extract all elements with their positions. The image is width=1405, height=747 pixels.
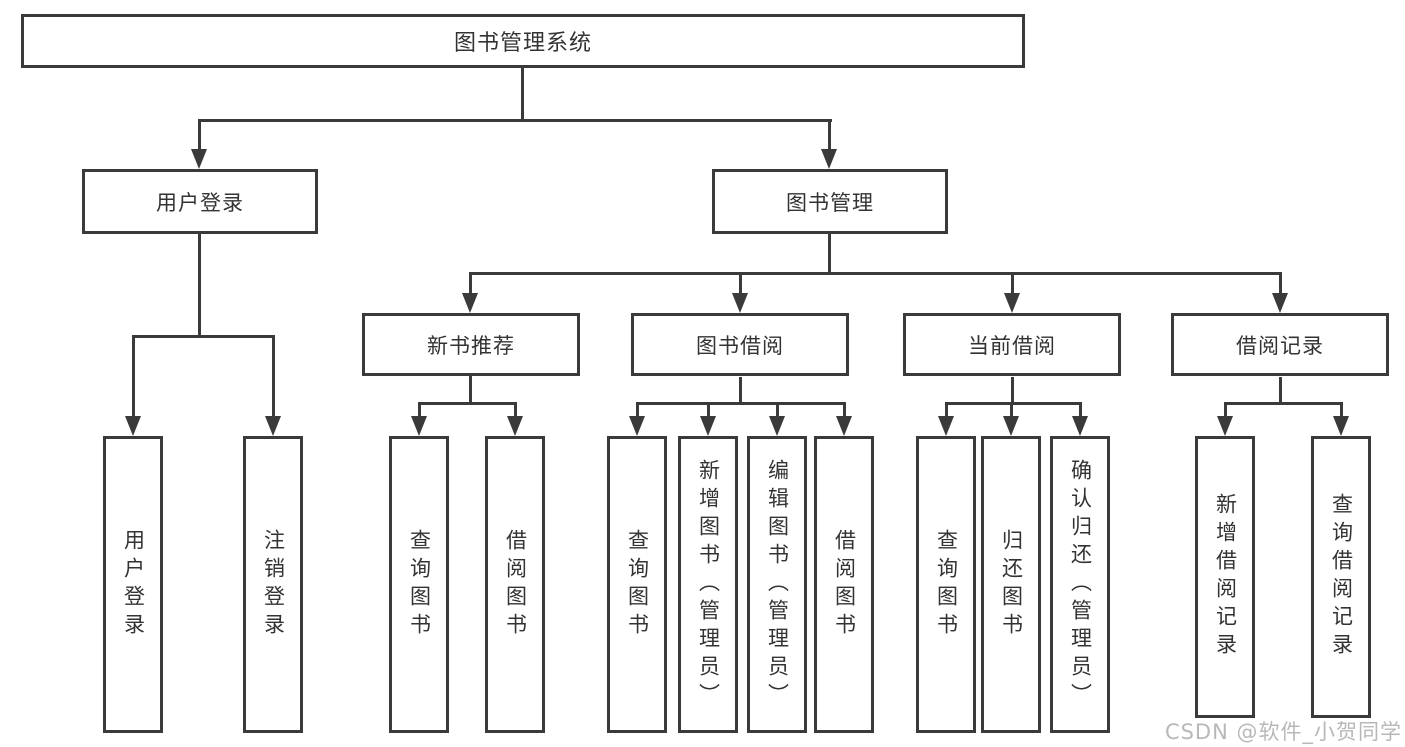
node-label: 图书管理	[786, 190, 874, 215]
node-borrowing-records: 借阅记录	[1171, 313, 1389, 376]
connector-line	[132, 335, 275, 338]
connector-line	[198, 234, 201, 337]
leaf-label: 查询图书	[625, 528, 650, 641]
node-label: 借阅记录	[1236, 333, 1324, 358]
leaf-label: 查询图书	[407, 528, 432, 641]
leaf-label: 注销登录	[261, 528, 286, 641]
arrow-down-icon	[507, 416, 523, 436]
connector-line	[739, 272, 742, 297]
arrow-down-icon	[265, 416, 281, 436]
connector-line	[514, 402, 517, 419]
connector-line	[418, 402, 421, 419]
leaf-query-books: 查询图书	[389, 436, 449, 733]
connector-line	[1079, 402, 1082, 419]
arrow-down-icon	[1072, 416, 1088, 436]
leaf-return-books: 归还图书	[981, 436, 1041, 733]
arrow-down-icon	[1333, 416, 1349, 436]
connector-line	[1224, 402, 1227, 419]
leaf-borrow-books: 借阅图书	[485, 436, 545, 733]
connector-line	[418, 402, 517, 405]
leaf-label: 查询图书	[934, 528, 959, 641]
arrow-down-icon	[1003, 416, 1019, 436]
connector-line	[1011, 377, 1014, 405]
connector-line	[1010, 402, 1013, 419]
node-book-management: 图书管理	[712, 169, 948, 234]
connector-line	[521, 68, 524, 120]
arrow-down-icon	[629, 416, 645, 436]
leaf-label: 用户登录	[121, 528, 146, 641]
connector-line	[1011, 272, 1014, 297]
node-label: 当前借阅	[968, 333, 1056, 358]
arrow-down-icon	[732, 293, 748, 313]
connector-line	[132, 335, 135, 419]
connector-line	[843, 402, 846, 419]
arrow-down-icon	[462, 293, 478, 313]
leaf-label: 编辑图书（管理员）	[765, 458, 790, 711]
node-user-login: 用户登录	[82, 169, 318, 234]
connector-line	[198, 119, 832, 122]
connector-line	[469, 376, 472, 405]
connector-line	[828, 234, 831, 274]
leaf-logout: 注销登录	[243, 436, 303, 733]
arrow-down-icon	[700, 416, 716, 436]
leaf-label: 归还图书	[999, 528, 1024, 641]
connector-line	[828, 119, 831, 153]
connector-line	[707, 402, 710, 419]
connector-line	[776, 402, 779, 419]
leaf-borrow-books: 借阅图书	[814, 436, 874, 733]
connector-line	[945, 402, 948, 419]
connector-line	[1279, 377, 1282, 405]
connector-line	[1340, 402, 1343, 419]
leaf-query-books: 查询图书	[916, 436, 976, 733]
connector-line	[198, 119, 201, 153]
node-label: 用户登录	[156, 190, 244, 215]
leaf-label: 借阅图书	[832, 528, 857, 641]
connector-line	[272, 335, 275, 419]
connector-line	[636, 402, 639, 419]
leaf-label: 新增图书（管理员）	[696, 458, 721, 711]
arrow-down-icon	[1272, 293, 1288, 313]
node-new-book-recommend: 新书推荐	[362, 313, 580, 376]
leaf-confirm-return-admin: 确认归还（管理员）	[1050, 436, 1110, 733]
leaf-query-books: 查询图书	[607, 436, 667, 733]
arrow-down-icon	[191, 149, 207, 169]
connector-line	[469, 272, 1282, 275]
node-root: 图书管理系统	[21, 14, 1025, 68]
connector-line	[739, 377, 742, 405]
leaf-label: 新增借阅记录	[1213, 493, 1238, 661]
node-label: 图书借阅	[696, 333, 784, 358]
leaf-add-borrow-record: 新增借阅记录	[1195, 436, 1255, 718]
connector-line	[469, 272, 472, 297]
node-book-borrowing: 图书借阅	[631, 313, 849, 376]
connector-line	[636, 402, 846, 405]
arrow-down-icon	[821, 149, 837, 169]
leaf-edit-books-admin: 编辑图书（管理员）	[747, 436, 807, 733]
arrow-down-icon	[411, 416, 427, 436]
arrow-down-icon	[125, 416, 141, 436]
node-current-borrowing: 当前借阅	[903, 313, 1121, 376]
arrow-down-icon	[1004, 293, 1020, 313]
node-root-label: 图书管理系统	[453, 31, 592, 56]
connector-line	[1279, 272, 1282, 297]
arrow-down-icon	[938, 416, 954, 436]
leaf-label: 确认归还（管理员）	[1068, 458, 1093, 711]
arrow-down-icon	[836, 416, 852, 436]
arrow-down-icon	[1217, 416, 1233, 436]
connector-line	[945, 402, 1082, 405]
leaf-add-books-admin: 新增图书（管理员）	[678, 436, 738, 733]
arrow-down-icon	[769, 416, 785, 436]
leaf-label: 借阅图书	[503, 528, 528, 641]
leaf-user-login: 用户登录	[103, 436, 163, 733]
watermark: CSDN @软件_小贺同学	[1164, 720, 1402, 744]
leaf-query-borrow-record: 查询借阅记录	[1311, 436, 1371, 718]
connector-line	[1224, 402, 1343, 405]
leaf-label: 查询借阅记录	[1329, 493, 1354, 661]
node-label: 新书推荐	[427, 333, 515, 358]
